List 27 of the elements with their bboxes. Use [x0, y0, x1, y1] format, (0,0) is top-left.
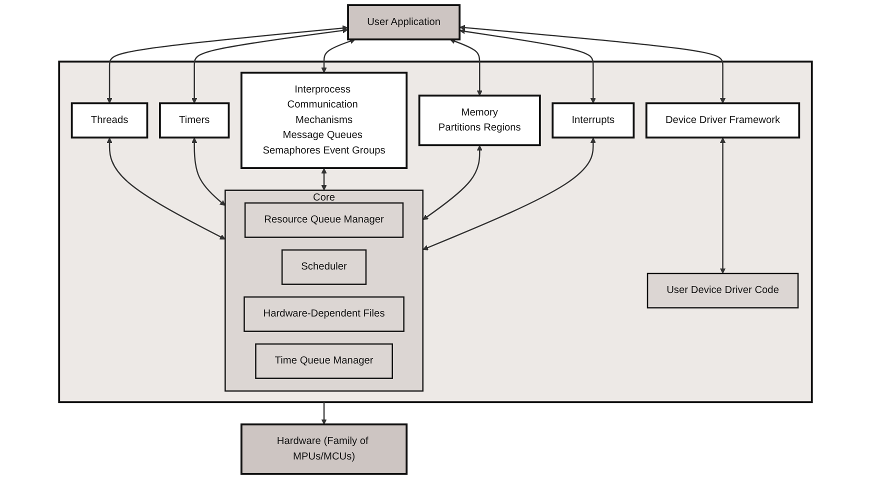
arrow: [422, 138, 596, 250]
node-box: Time Queue Manager: [255, 343, 393, 379]
node-box: Timers: [159, 102, 230, 138]
node-box: Memory Partitions Regions: [418, 94, 541, 146]
node-box: User Device Driver Code: [646, 272, 799, 308]
arrow: [720, 138, 726, 274]
node-box: Interprocess Communication Mechanisms Message Queues Semaphores Event Groups: [240, 72, 408, 169]
arrow: [450, 38, 482, 96]
arrow: [106, 25, 348, 104]
arrow: [192, 28, 348, 104]
arrow: [106, 138, 226, 240]
arrow: [192, 138, 226, 206]
cluster: [58, 60, 813, 404]
node-box: Device Driver Framework: [645, 102, 800, 138]
arrow: [321, 168, 327, 191]
node-box: Scheduler: [281, 249, 367, 285]
arrow: [422, 145, 482, 220]
node-box: Hardware (Family of MPUs/MCUs): [240, 423, 408, 475]
node-box: Resource Queue Manager: [244, 202, 404, 238]
node-box: Hardware-Dependent Files: [244, 296, 404, 332]
arrow: [321, 38, 356, 73]
arrow: [460, 24, 726, 104]
arrow: [460, 28, 596, 104]
node-box: Threads: [70, 102, 148, 138]
arrow: [321, 402, 327, 425]
node-box: Interrupts: [552, 102, 635, 138]
node-box: User Application: [347, 4, 461, 40]
